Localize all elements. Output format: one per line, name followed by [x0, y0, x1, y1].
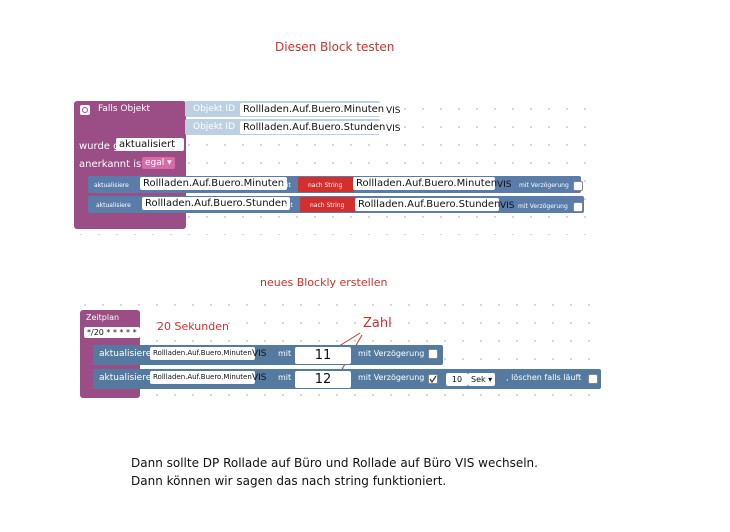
source-field-2[interactable]: Rollladen.Auf.Buero.Stunden [355, 198, 500, 211]
delay-amount-field[interactable]: 10 [446, 373, 468, 386]
aktualisiere-label-2: aktualisiere [96, 202, 131, 209]
nach-string-label-1: nach String [308, 182, 343, 189]
delay-checkbox-2[interactable] [573, 202, 583, 212]
value-input-2[interactable]: 12 [295, 371, 351, 388]
annotation-zahl: Zahl [363, 316, 392, 331]
nach-string-block-1[interactable] [298, 177, 354, 192]
zeit-vis-1: VIS [252, 349, 267, 359]
gear-icon[interactable] [80, 105, 90, 115]
delay-unit-dropdown[interactable]: Sek ▾ [468, 373, 496, 386]
nach-string-label-2: nach String [310, 202, 345, 209]
target-field-2[interactable]: Rollladen.Auf.Buero.Stunden [142, 197, 291, 210]
title-block-test: Diesen Block testen [275, 40, 395, 54]
zeit-aktualisiere-1: aktualisiere [99, 349, 152, 359]
mit-label-2: mit [283, 202, 293, 209]
source-field-1[interactable]: Rollladen.Auf.Buero.Minuten [353, 177, 497, 190]
objekt-id-field-2[interactable]: Rollladen.Auf.Buero.Stunden [240, 121, 389, 134]
clear-if-running-checkbox[interactable] [588, 374, 598, 384]
cron-field[interactable]: */20 * * * * * [84, 327, 140, 338]
wurde-dropdown[interactable]: aktualisiert [116, 138, 184, 151]
wurde-label: wurde g [79, 141, 120, 152]
vis-suffix-1: VIS [386, 106, 401, 116]
zeit-target-2[interactable]: Rollladen.Auf.Buero.Minuten [150, 371, 255, 384]
anerkannt-label: anerkannt ist [79, 159, 146, 170]
vis-1: VIS [497, 180, 512, 190]
zeit-delay-2: mit Verzögerung [358, 373, 425, 382]
title-new-blockly: neues Blockly erstellen [260, 276, 388, 289]
zeit-delay-1: mit Verzögerung [358, 349, 425, 358]
zeitplan-label: Zeitplan [86, 313, 120, 322]
delay-label-2: mit Verzögerung [518, 203, 568, 210]
zeit-aktualisiere-2: aktualisiere [99, 373, 152, 383]
objekt-id-field-1[interactable]: Rollladen.Auf.Buero.Minuten [240, 103, 388, 116]
nach-string-block-2[interactable] [300, 197, 356, 212]
anerkannt-dropdown[interactable]: egal ▾ [142, 157, 175, 169]
clear-if-running-label: , löschen falls läuft [506, 373, 582, 382]
vis-suffix-2: VIS [386, 124, 401, 134]
value-input-1[interactable]: 11 [295, 347, 351, 364]
trigger-label: Falls Objekt [98, 104, 150, 114]
delay-label-1: mit Verzögerung [519, 182, 569, 189]
target-field-1[interactable]: Rollladen.Auf.Buero.Minuten [140, 177, 288, 190]
mit-label-1: mit [281, 182, 291, 189]
note-line-1: Dann sollte DP Rollade auf Büro und Roll… [131, 456, 538, 470]
vis-2: VIS [500, 201, 515, 211]
zeit-delay-checkbox-1[interactable] [428, 349, 438, 359]
zeit-mit-2: mit [278, 373, 292, 382]
delay-checkbox-1[interactable] [573, 181, 583, 191]
objekt-id-label-2: Objekt ID [193, 122, 236, 132]
annotation-20-sekunden: 20 Sekunden [157, 320, 229, 333]
zeit-mit-1: mit [278, 349, 292, 358]
objekt-id-label-1: Objekt ID [193, 104, 236, 114]
zeit-target-1[interactable]: Rollladen.Auf.Buero.Minuten [150, 347, 255, 360]
zeit-delay-checkbox-2-checked[interactable] [428, 374, 438, 384]
zeit-vis-2: VIS [252, 373, 267, 383]
aktualisiere-label-1: aktualisiere [94, 182, 129, 189]
note-line-2: Dann können wir sagen das nach string fu… [131, 474, 447, 488]
